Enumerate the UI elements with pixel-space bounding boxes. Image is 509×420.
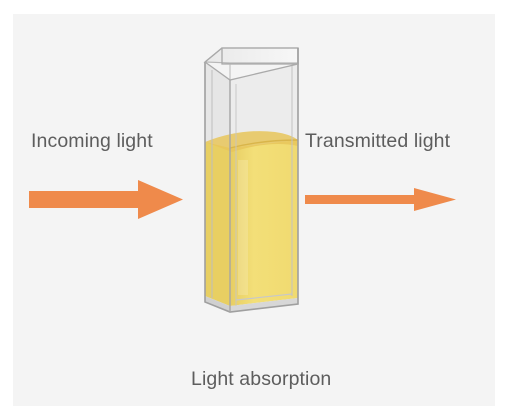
light-absorption-caption: Light absorption: [191, 368, 332, 390]
incoming-arrow-icon: [29, 180, 183, 219]
incoming-light-label: Incoming light: [31, 130, 153, 152]
transmitted-light-label: Transmitted light: [305, 130, 451, 152]
transmitted-arrow-icon: [305, 188, 456, 211]
cuvette-icon: [203, 47, 299, 313]
